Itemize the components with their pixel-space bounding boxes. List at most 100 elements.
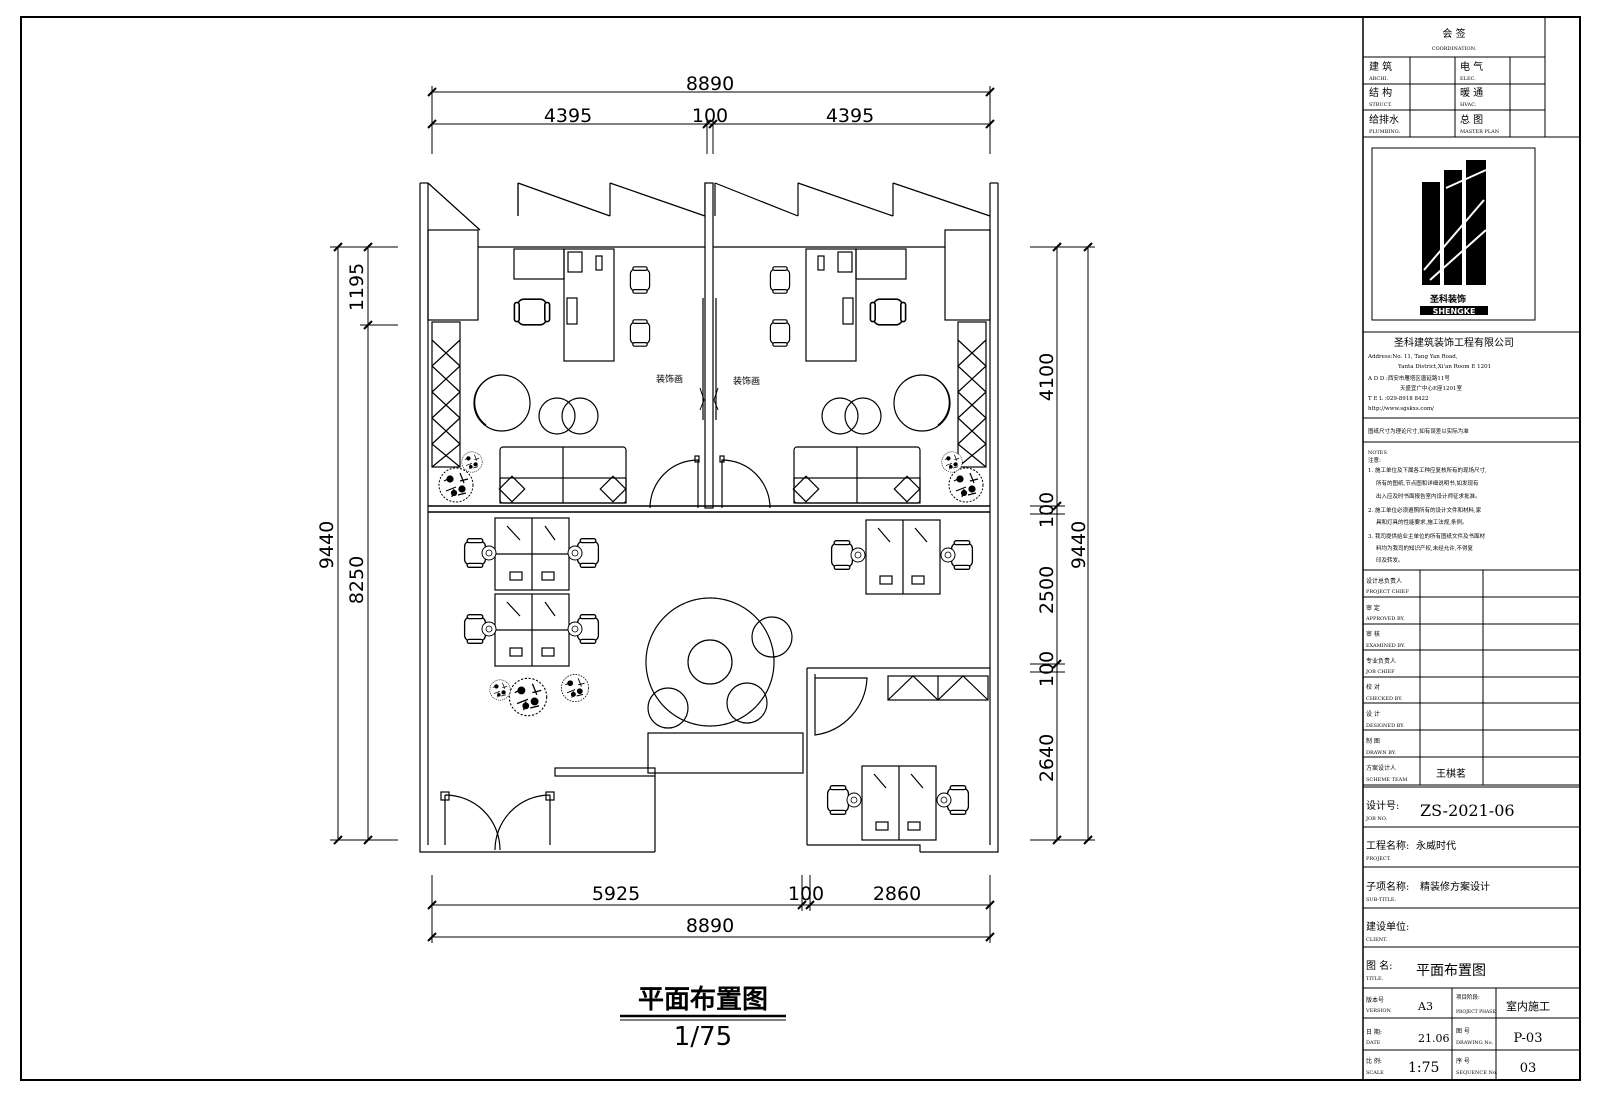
version-en: VERSION xyxy=(1365,1008,1392,1014)
notes-line-3: 出入应及时书面报告室内设计师征求批准。 xyxy=(1376,492,1481,500)
role-project-chief-cn: 设计总负责人 xyxy=(1366,577,1402,585)
sub-title-cn: 子项名称: xyxy=(1366,880,1409,893)
dim-top-right: 4395 xyxy=(826,105,874,127)
title-en: TITLE. xyxy=(1366,976,1384,982)
dim-bottom-left: 5925 xyxy=(592,883,640,905)
dim-top-mid: 100 xyxy=(692,105,728,127)
role-project-chief-en: PROJECT CHIEF xyxy=(1366,589,1409,595)
title-cn: 图 名: xyxy=(1366,959,1393,972)
round-table xyxy=(687,639,733,685)
company-tel: T E L :029-8918 8422 xyxy=(1368,396,1429,402)
company-web: http://www.sgskxs.com/ xyxy=(1368,406,1434,412)
notes-line-4: 2. 施工单位必须遵照所有的设计文件和材料,家 xyxy=(1368,506,1482,514)
drawing-no-en: DRAWING No. xyxy=(1456,1040,1494,1046)
annotation-decor-right: 装饰画 xyxy=(733,375,760,387)
company-address-cn-1: A D D :西安市雁塔区唐延路11号 xyxy=(1367,374,1450,382)
discipline-master-en: MASTER PLAN xyxy=(1460,129,1500,135)
discipline-hvac-en: HVAC. xyxy=(1460,102,1477,108)
company-address-en-1: Address:No. 11, Tang Yan Road, xyxy=(1367,354,1458,360)
drawing-title: 平面布置图 xyxy=(638,985,768,1015)
dim-top-left: 4395 xyxy=(544,105,592,127)
coordination-cn: 会 签 xyxy=(1442,27,1465,40)
role-designed-en: DESIGNED BY. xyxy=(1366,723,1405,729)
logo-text-en: SHENGKE xyxy=(1433,307,1476,316)
dim-left-total: 9440 xyxy=(316,521,338,569)
note-dimensions: 图纸尺寸为理论尺寸,如有误差以实际为准 xyxy=(1368,427,1469,435)
dim-right-c: 2500 xyxy=(1036,566,1058,614)
role-scheme-team-value: 王棋茗 xyxy=(1436,767,1466,780)
door-right-office xyxy=(721,459,771,509)
role-designed-cn: 设 计 xyxy=(1366,710,1380,718)
discipline-struct-cn: 结 构 xyxy=(1369,86,1392,99)
desk-right xyxy=(805,248,857,362)
drawing-no-cn: 图 号 xyxy=(1456,1028,1470,1035)
discipline-elec-en: ELEC. xyxy=(1460,76,1476,82)
discipline-archi-cn: 建 筑 xyxy=(1369,60,1392,73)
shelf-right xyxy=(957,321,987,468)
entrance-door-right xyxy=(494,794,551,851)
notes-line-8: 印及转发。 xyxy=(1376,556,1404,564)
sequence-no-en: SEQUENCE No. xyxy=(1456,1070,1498,1076)
role-checked-en: CHECKED BY. xyxy=(1366,696,1403,702)
entrance-door-left xyxy=(444,794,501,851)
sub-title-value: 精装修方案设计 xyxy=(1420,880,1490,893)
drawing-scale: 1/75 xyxy=(674,1022,732,1052)
dimension-lines xyxy=(330,86,1095,943)
project-value: 永威时代 xyxy=(1416,839,1456,852)
phase-en: PROJECT PHASE xyxy=(1456,1009,1496,1015)
notes-line-6: 3. 我司提供给业主单位的所有图纸文件及书面材 xyxy=(1368,532,1485,540)
dim-right-e: 2640 xyxy=(1036,734,1058,782)
job-no-en: JOB NO. xyxy=(1365,816,1388,822)
notes-line-2: 所有的图纸,节点图和详细说明书,如发现有 xyxy=(1376,479,1479,487)
role-drawn-en: DRAWN BY. xyxy=(1366,750,1397,756)
project-cn: 工程名称: xyxy=(1366,839,1409,852)
notes-line-7: 料均为我司的知识产权,未经允许,不得复 xyxy=(1376,544,1473,552)
outer-wall xyxy=(419,183,999,853)
notes-line-1: 1. 施工单位及下属各工种应复核所有的现场尺寸, xyxy=(1368,466,1487,474)
notes-heading-en: NOTES xyxy=(1368,450,1387,456)
discipline-archi-en: ARCHI. xyxy=(1368,76,1389,82)
role-checked-cn: 校 对 xyxy=(1366,683,1380,691)
role-scheme-team-cn: 方案设计人 xyxy=(1366,764,1396,772)
dim-bottom-mid: 100 xyxy=(788,883,824,905)
logo-text-cn: 圣科装饰 xyxy=(1430,293,1466,305)
dimension-slashes xyxy=(333,87,1093,942)
job-no-value: ZS-2021-06 xyxy=(1420,801,1515,820)
role-scheme-team-en: SCHEME TEAM xyxy=(1366,777,1407,783)
role-job-chief-en: JOB CHIEF xyxy=(1365,669,1395,675)
side-cabinet-left xyxy=(513,248,565,280)
company-address-en-2: Yanta District,Xi'an Room E 1201 xyxy=(1397,364,1491,370)
date-value: 21.06 xyxy=(1418,1032,1450,1045)
coordination-en: COORDINATION. xyxy=(1432,46,1477,52)
sequence-no-value: 03 xyxy=(1520,1061,1537,1076)
lounge-chair-left xyxy=(473,374,531,432)
discipline-elec-cn: 电 气 xyxy=(1460,60,1483,73)
scale-cn: 比 例: xyxy=(1366,1057,1382,1065)
client-cn: 建设单位: xyxy=(1366,920,1409,933)
desk-left xyxy=(563,248,615,362)
role-approved-en: APPROVED BY. xyxy=(1365,616,1405,622)
shelf-left xyxy=(431,321,461,468)
title-value: 平面布置图 xyxy=(1416,963,1486,979)
sub-title-en: SUB-TITLE. xyxy=(1366,897,1397,903)
role-examined-cn: 审 核 xyxy=(1366,630,1380,638)
discipline-plumbing-cn: 给排水 xyxy=(1369,113,1399,126)
discipline-hvac-cn: 暖 通 xyxy=(1460,86,1483,99)
phase-value: 室内施工 xyxy=(1506,999,1550,1013)
company-address-cn-2: 天盛宜广中心E座1201室 xyxy=(1400,384,1463,392)
notes-line-5: 具和灯具的性能要求,施工法规,条例。 xyxy=(1376,518,1468,526)
role-job-chief-cn: 专业负责人 xyxy=(1366,657,1396,665)
dim-right-d: 100 xyxy=(1036,651,1058,687)
date-en: DATE xyxy=(1366,1040,1381,1046)
annotation-decor-left: 装饰画 xyxy=(656,373,683,385)
discipline-master-cn: 总 图 xyxy=(1460,113,1483,126)
dim-right-b: 100 xyxy=(1036,492,1058,528)
role-drawn-cn: 制 图 xyxy=(1366,737,1380,745)
role-approved-cn: 审 定 xyxy=(1366,604,1380,612)
title-block-frame xyxy=(1362,16,1581,1081)
scale-value: 1:75 xyxy=(1408,1060,1439,1076)
scale-en: SCALE xyxy=(1366,1070,1384,1076)
reception-counter xyxy=(647,732,804,774)
lounge-chair-right xyxy=(893,374,951,432)
